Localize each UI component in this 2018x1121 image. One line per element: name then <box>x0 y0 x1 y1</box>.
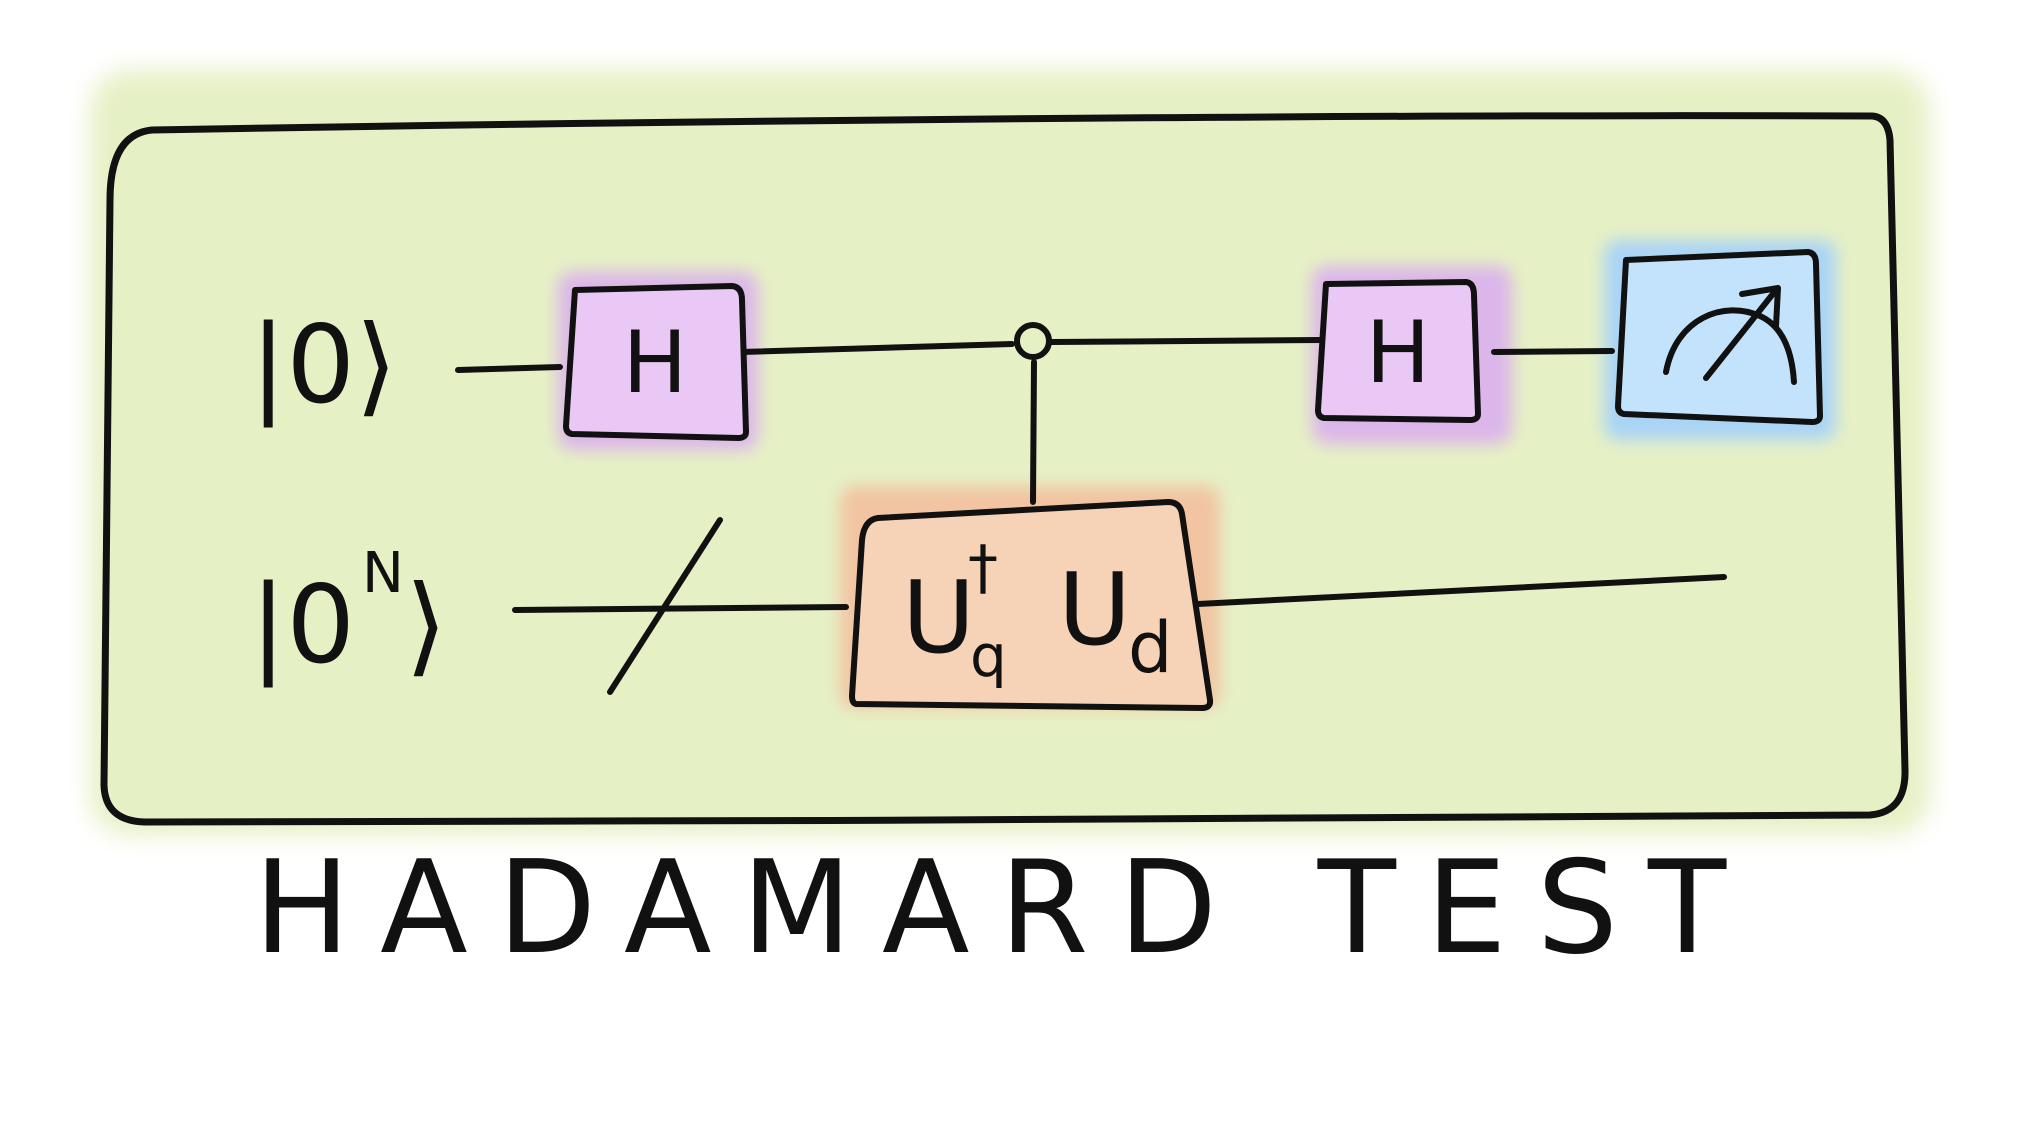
unitary-u2: U <box>1058 551 1131 668</box>
register-qubit-label: |0 N ⟩ <box>250 541 447 688</box>
unitary-u1: U <box>902 559 975 676</box>
measurement-gate[interactable] <box>1615 249 1823 425</box>
meter-icon <box>1663 285 1797 385</box>
panel-fill <box>108 118 1908 818</box>
register-wire <box>512 574 1727 613</box>
measurement-gate-box <box>1615 249 1823 425</box>
hadamard-gate-2[interactable]: H <box>1315 279 1481 423</box>
ancilla-qubit-label: |0⟩ <box>250 303 397 428</box>
unitary-gate-box <box>849 499 1214 711</box>
bundle-slash <box>607 517 723 695</box>
panel-border <box>100 112 1909 826</box>
hadamard-gate-2-box <box>1315 279 1481 423</box>
unitary-u1-sub: q <box>970 622 1007 690</box>
control-dot <box>1014 322 1052 360</box>
ancilla-wire <box>455 337 1615 373</box>
unitary-gate[interactable]: U † q U d <box>849 499 1214 711</box>
hadamard-gate-2-label: H <box>1366 303 1431 403</box>
hadamard-gate-1-label: H <box>623 313 688 413</box>
hadamard-gate-1[interactable]: H <box>563 283 749 441</box>
caption-title: HADAMARD TEST <box>254 834 1756 983</box>
unitary-u1-dagger: † <box>968 533 998 603</box>
unitary-u2-sub: d <box>1128 607 1172 689</box>
hadamard-gate-1-box <box>563 283 749 441</box>
control-connector <box>1030 359 1037 505</box>
register-label-close: ⟩ <box>405 563 447 688</box>
register-label-base: |0 <box>250 563 355 688</box>
register-label-power: N <box>362 541 404 606</box>
